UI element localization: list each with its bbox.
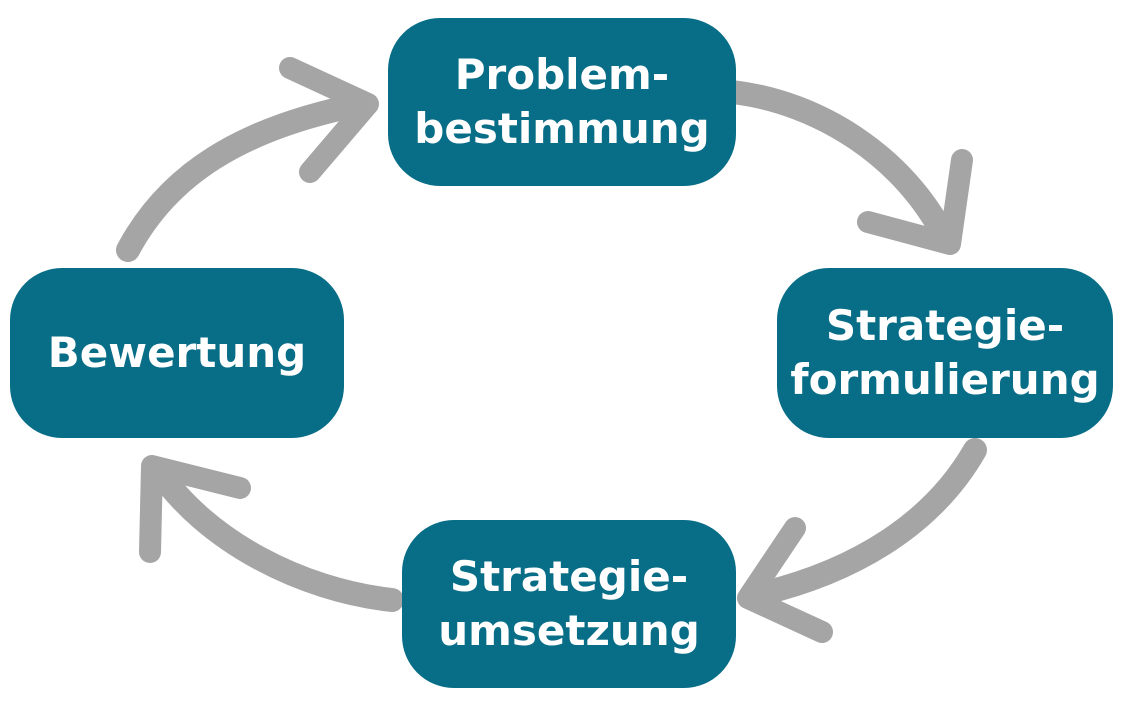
arrow-top-to-right — [720, 80, 973, 255]
node-strategieformulierung: Strategie- formulierung — [777, 268, 1113, 438]
node-strategieformulierung-line1: Strategie- — [825, 301, 1065, 350]
node-bewertung-label: Bewertung — [47, 328, 307, 377]
node-strategieformulierung-line2: formulierung — [790, 355, 1100, 404]
arrow-bottom-to-left — [139, 455, 404, 612]
arrow-bottom-to-left-shaft — [146, 458, 404, 612]
node-bewertung: Bewertung — [10, 268, 344, 438]
node-problembestimmung-line2: bestimmung — [414, 104, 710, 153]
arrow-top-to-right-shaft — [720, 80, 957, 250]
arrow-left-to-top-shaft — [116, 92, 374, 262]
arrow-right-to-bottom-head — [737, 517, 833, 643]
node-strategieumsetzung: Strategie- umsetzung — [402, 520, 736, 688]
arrow-left-to-top-head — [279, 57, 379, 183]
node-problembestimmung: Problem- bestimmung — [388, 18, 736, 186]
node-strategieumsetzung-line1: Strategie- — [449, 552, 689, 601]
arrow-left-to-top — [116, 57, 379, 262]
arrow-right-to-bottom — [737, 438, 987, 643]
arrow-top-to-right-head — [857, 149, 973, 255]
node-problembestimmung-line1: Problem- — [454, 50, 670, 99]
arrow-right-to-bottom-shaft — [740, 438, 987, 608]
node-strategieumsetzung-line2: umsetzung — [438, 606, 700, 655]
arrow-bottom-to-left-head — [139, 455, 251, 563]
